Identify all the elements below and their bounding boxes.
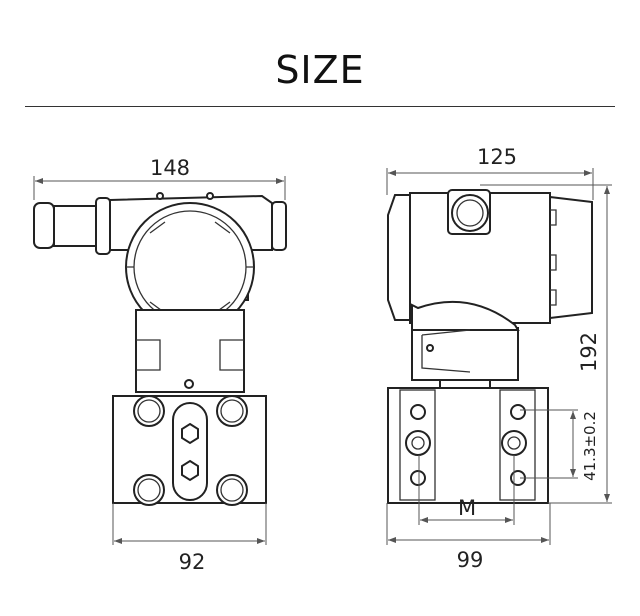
center-distance-label: M — [458, 496, 476, 520]
process-port — [501, 430, 527, 456]
side-view: 125 192 41.3±0.2 M 99 — [386, 145, 612, 572]
front-view: 148 92 — [33, 156, 287, 574]
flange-depth-label: 99 — [457, 548, 484, 572]
depth-label: 125 — [477, 145, 517, 169]
title-divider — [25, 106, 615, 107]
cable-gland — [33, 197, 287, 255]
height-label: 192 — [577, 332, 601, 372]
neck — [135, 309, 245, 393]
page-title: SIZE — [275, 48, 365, 92]
side-cover — [549, 195, 593, 320]
width-label: 148 — [150, 156, 190, 180]
process-port — [405, 430, 431, 456]
port-spacing-label: 41.3±0.2 — [581, 411, 599, 481]
flange-width-label: 92 — [179, 550, 206, 574]
